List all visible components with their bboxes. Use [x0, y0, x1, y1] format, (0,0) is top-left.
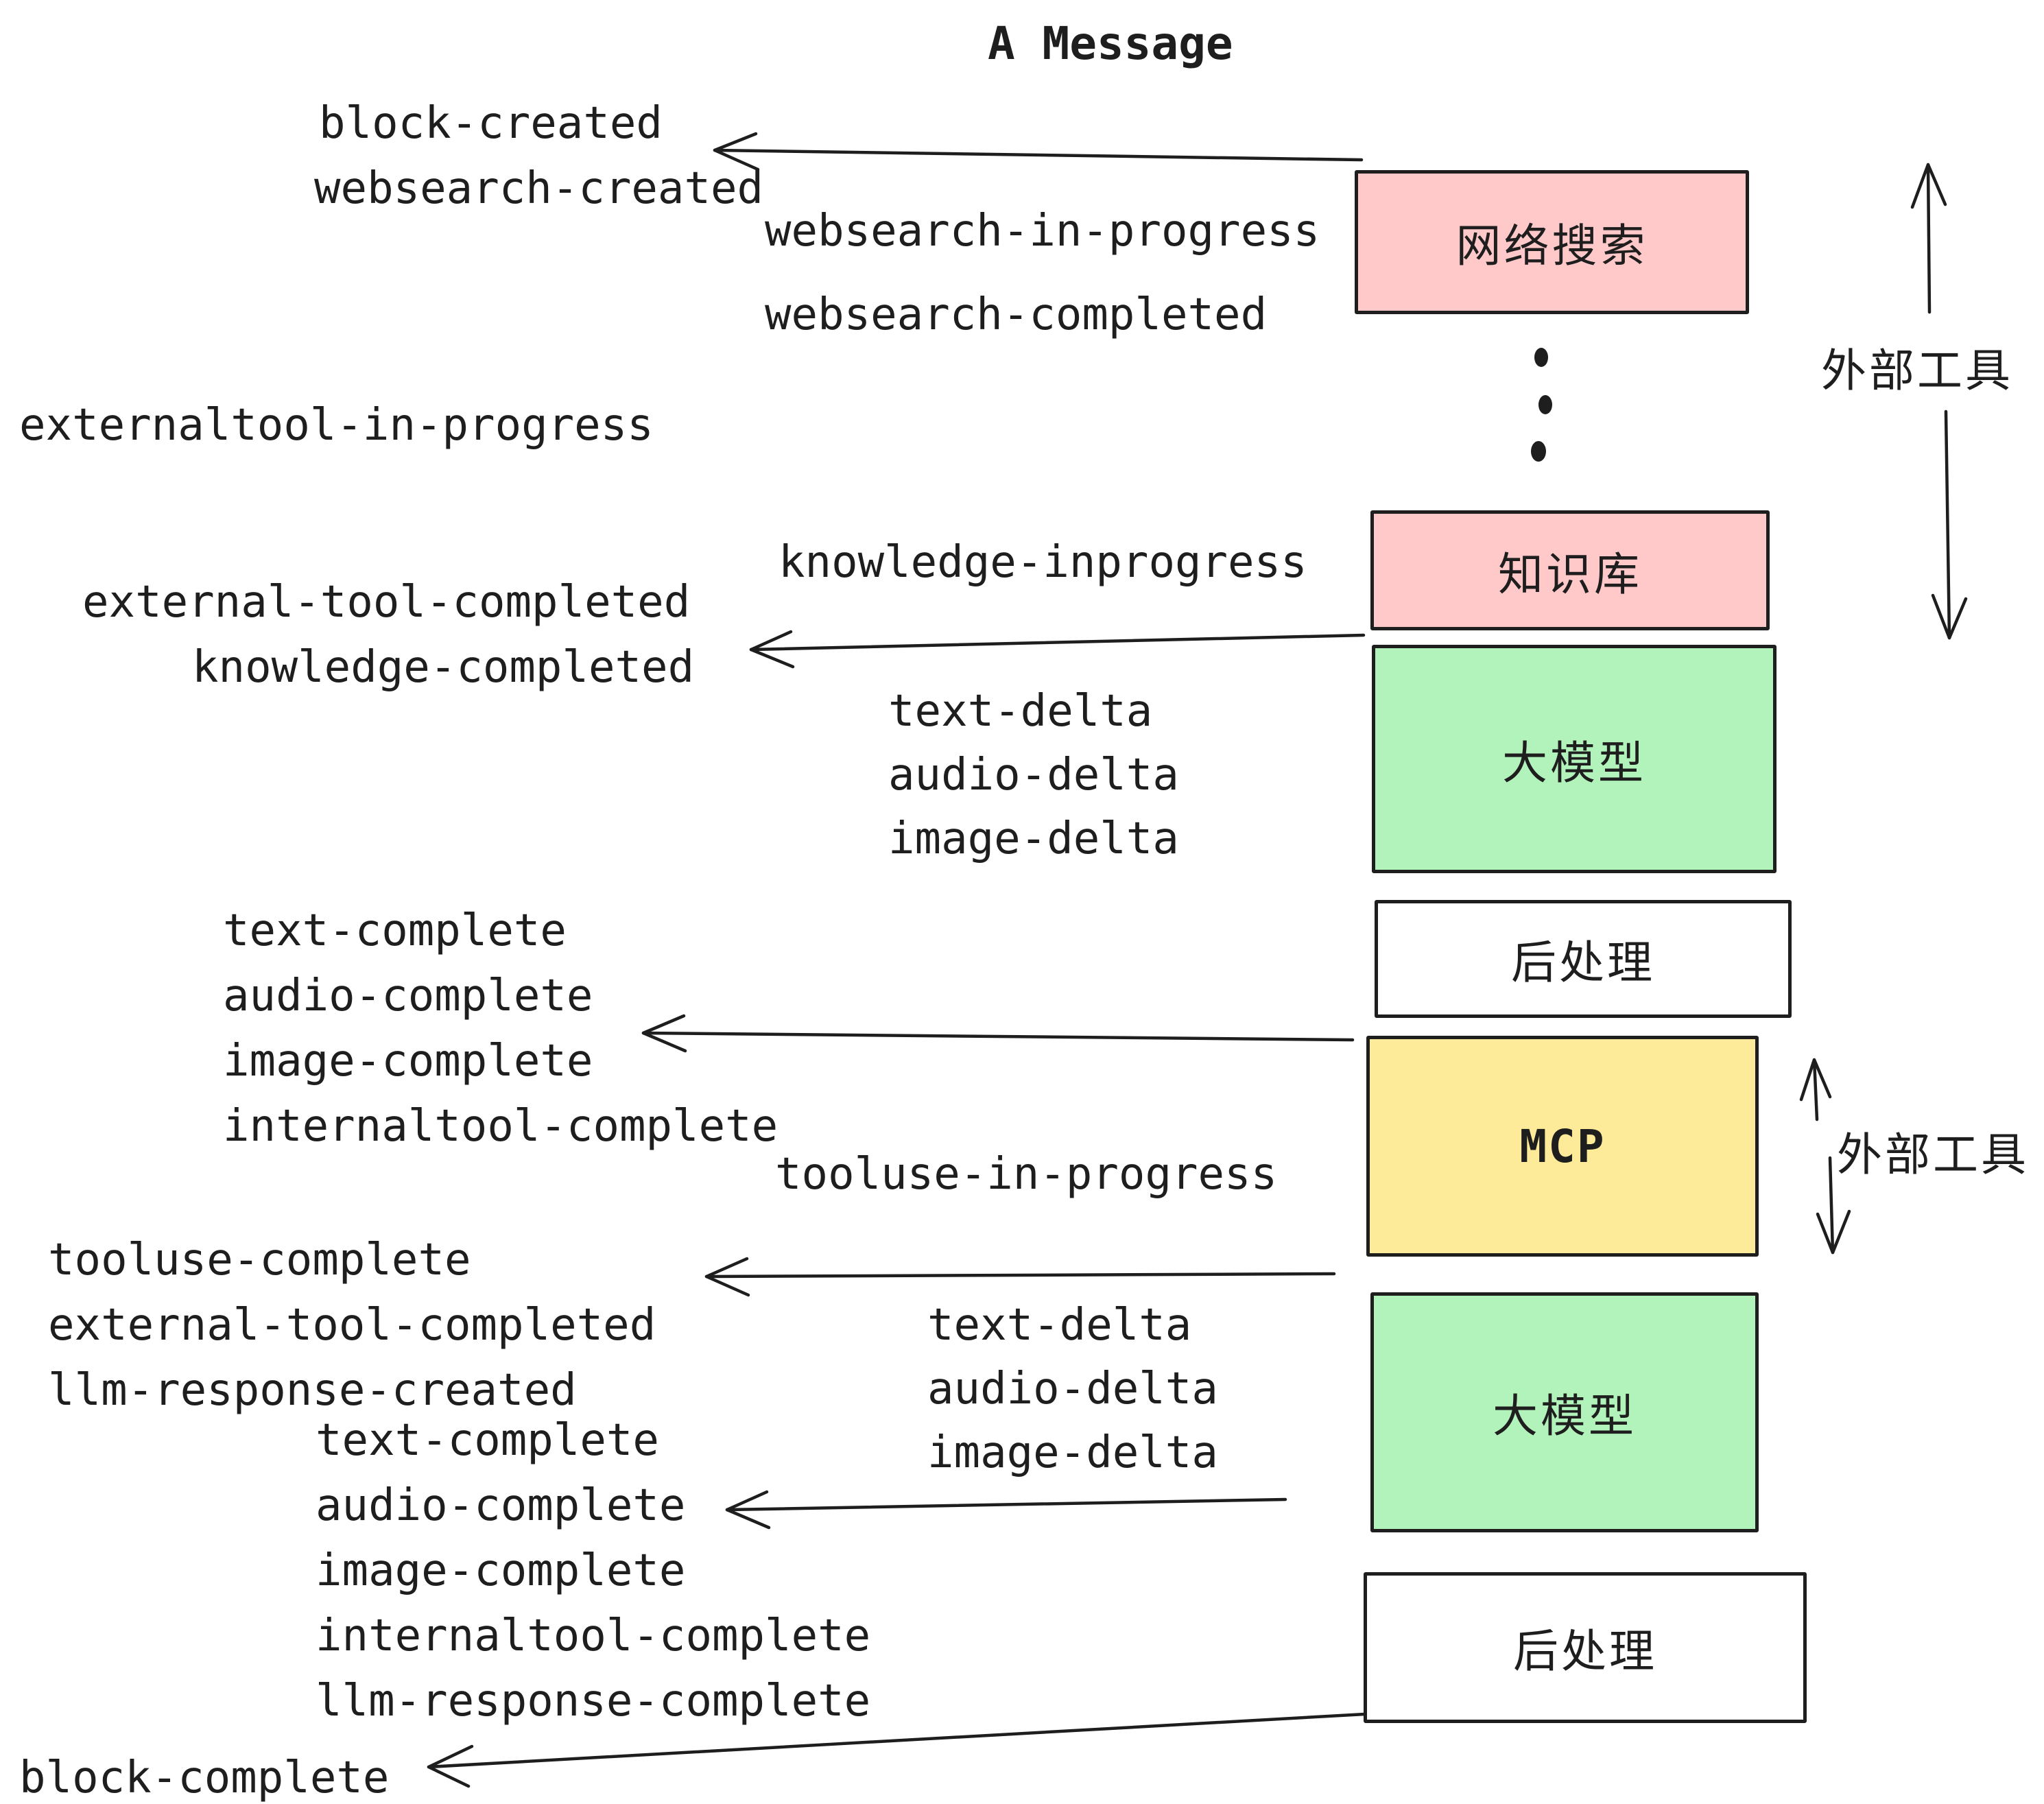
arrow-internal-complete: [641, 1014, 1355, 1053]
event-label-block-created: block-created: [319, 98, 663, 149]
event-label-audio-delta-1: audio-delta: [888, 750, 1179, 800]
external-tools-1-label: 外部工具: [1821, 344, 2013, 397]
event-label-llm-response-complete: llm-response-complete: [316, 1676, 871, 1726]
event-label-internaltool-complete-1: internaltool-complete: [223, 1101, 779, 1152]
event-label-image-delta-2: image-delta: [927, 1427, 1218, 1478]
event-label-block-complete: block-complete: [19, 1753, 390, 1803]
box-llm-2-label: 大模型: [1493, 1390, 1637, 1443]
arrow-block-created: [713, 132, 1364, 171]
box-post-2-label: 后处理: [1513, 1625, 1657, 1678]
box-post-2: 后处理: [1364, 1572, 1807, 1723]
event-label-externaltool-in-progress: externaltool-in-progress: [19, 400, 654, 451]
event-label-image-delta-1: image-delta: [888, 814, 1179, 864]
external-tools-1-down-arrow: [1931, 410, 1968, 640]
box-post-1-label: 后处理: [1511, 936, 1655, 989]
external-tools-2-up-arrow: [1799, 1058, 1832, 1121]
event-label-knowledge-inprogress: knowledge-inprogress: [779, 537, 1307, 588]
diagram-title: A Message: [988, 17, 1233, 70]
box-knowledge-label: 知识库: [1498, 547, 1642, 601]
external-tools-1-up-arrow: [1910, 163, 1947, 314]
event-label-text-delta-2: text-delta: [927, 1300, 1192, 1351]
box-llm-1-label: 大模型: [1502, 736, 1646, 790]
arrow-knowledge-completed: [749, 630, 1366, 669]
event-label-text-complete-2: text-complete: [316, 1415, 659, 1466]
box-websearch: 网络搜索: [1355, 170, 1749, 314]
event-label-audio-delta-2: audio-delta: [927, 1364, 1218, 1414]
ellipsis-dots: [1531, 348, 1552, 462]
event-label-audio-complete-2: audio-complete: [316, 1480, 686, 1531]
box-knowledge: 知识库: [1370, 510, 1770, 630]
event-label-external-tool-completed-2: external-tool-completed: [48, 1300, 656, 1351]
event-label-audio-complete-1: audio-complete: [223, 971, 593, 1021]
event-label-tooluse-in-progress: tooluse-in-progress: [775, 1149, 1278, 1200]
box-mcp: MCP: [1366, 1036, 1759, 1257]
box-llm-1: 大模型: [1372, 645, 1776, 873]
box-websearch-label: 网络搜索: [1455, 219, 1648, 272]
event-label-text-delta-1: text-delta: [888, 686, 1153, 737]
event-label-llm-response-created: llm-response-created: [48, 1365, 577, 1416]
event-label-websearch-in-progress: websearch-in-progress: [765, 206, 1320, 257]
event-label-text-complete-1: text-complete: [223, 905, 567, 956]
event-label-image-complete-2: image-complete: [316, 1545, 686, 1596]
event-label-internaltool-complete-2: internaltool-complete: [316, 1611, 871, 1661]
event-label-external-tool-completed-1: external-tool-completed: [82, 577, 691, 628]
event-label-websearch-created: websearch-created: [314, 163, 764, 214]
event-label-websearch-completed: websearch-completed: [765, 289, 1268, 340]
event-label-tooluse-complete: tooluse-complete: [48, 1235, 471, 1285]
event-label-knowledge-completed: knowledge-completed: [192, 642, 695, 693]
arrow-tooluse-complete: [704, 1257, 1336, 1297]
arrow-llm-response-complete: [725, 1490, 1287, 1530]
external-tools-2-label: 外部工具: [1837, 1128, 2029, 1181]
event-label-image-complete-1: image-complete: [223, 1036, 593, 1087]
box-mcp-label: MCP: [1519, 1119, 1606, 1173]
box-post-1: 后处理: [1375, 900, 1792, 1018]
box-llm-2: 大模型: [1370, 1292, 1759, 1532]
